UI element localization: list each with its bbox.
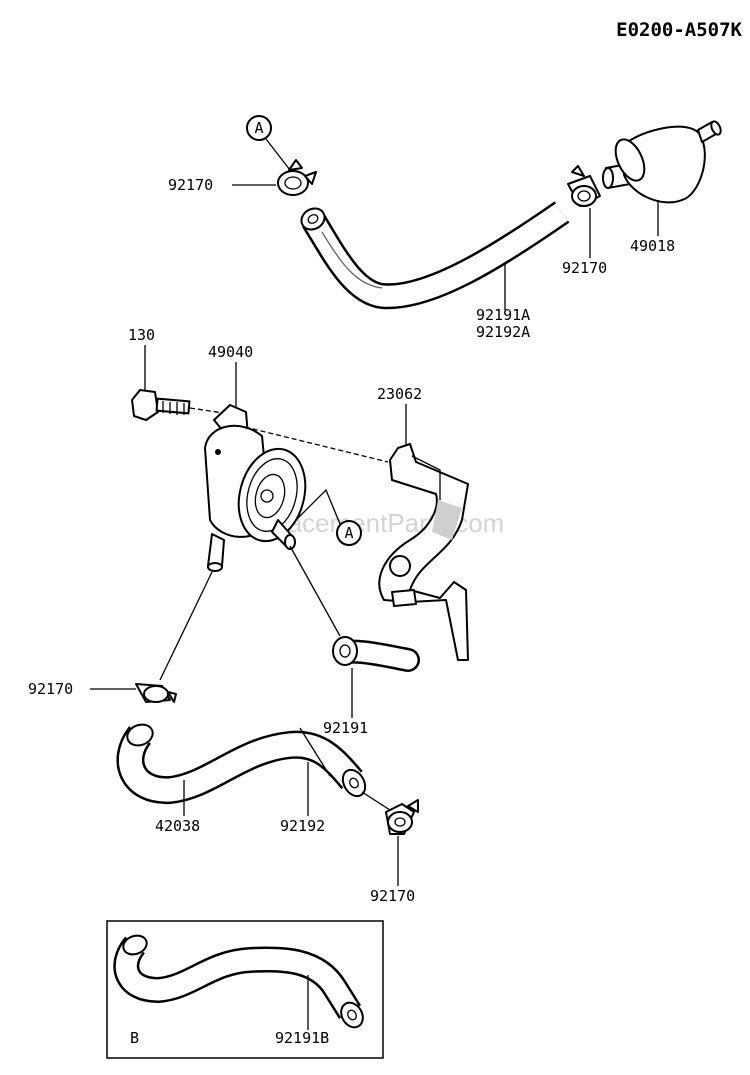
label-fuel-pump: 49040 [208, 343, 253, 361]
fuel-filter [602, 120, 722, 204]
label-bolt: 130 [128, 326, 155, 344]
label-hose-top-1: 92191A [476, 306, 530, 324]
label-bracket: 23062 [377, 385, 422, 403]
label-clamp-bottom: 92170 [370, 887, 415, 905]
inset-box [106, 920, 384, 1059]
hose-clamp-92170-mid-left [135, 683, 177, 703]
hose-clamp-92170-top-left [277, 159, 317, 196]
diagram-code: E0200-A507K [616, 19, 742, 41]
fuel-pump [204, 404, 307, 572]
hose-clamp-92170-top-right [567, 165, 601, 207]
label-hose-long: 42038 [155, 817, 200, 835]
fuel-hose-long [116, 723, 367, 805]
svg-text:A: A [254, 119, 263, 137]
assembly-line-pump-bracket [244, 426, 389, 463]
label-hose-short: 92192 [280, 817, 325, 835]
label-clamp-mid-left: 92170 [28, 680, 73, 698]
leader-axis-clamp-mid [159, 571, 213, 681]
bolt-130 [131, 389, 191, 421]
leader-axis-hose-elbow [289, 545, 341, 637]
label-inset-marker: B [130, 1029, 139, 1047]
fuel-hose-inset [113, 934, 364, 1029]
callout-a-mid: A [295, 488, 362, 546]
svg-text:A: A [344, 524, 353, 542]
label-clamp-top-left: 92170 [168, 176, 213, 194]
fuel-hose-elbow [332, 636, 420, 672]
callout-a-top: A [246, 115, 291, 171]
leader-axis-clamp-bottom [361, 791, 391, 811]
fuel-hose-top [300, 201, 570, 310]
label-hose-top-2: 92192A [476, 323, 530, 341]
label-inset-hose: 92191B [275, 1029, 329, 1047]
label-hose-elbow: 92191 [323, 719, 368, 737]
label-filter: 49018 [630, 237, 675, 255]
hose-clamp-92170-bottom [385, 799, 419, 835]
mounting-bracket [378, 443, 469, 661]
label-clamp-top-right: 92170 [562, 259, 607, 277]
